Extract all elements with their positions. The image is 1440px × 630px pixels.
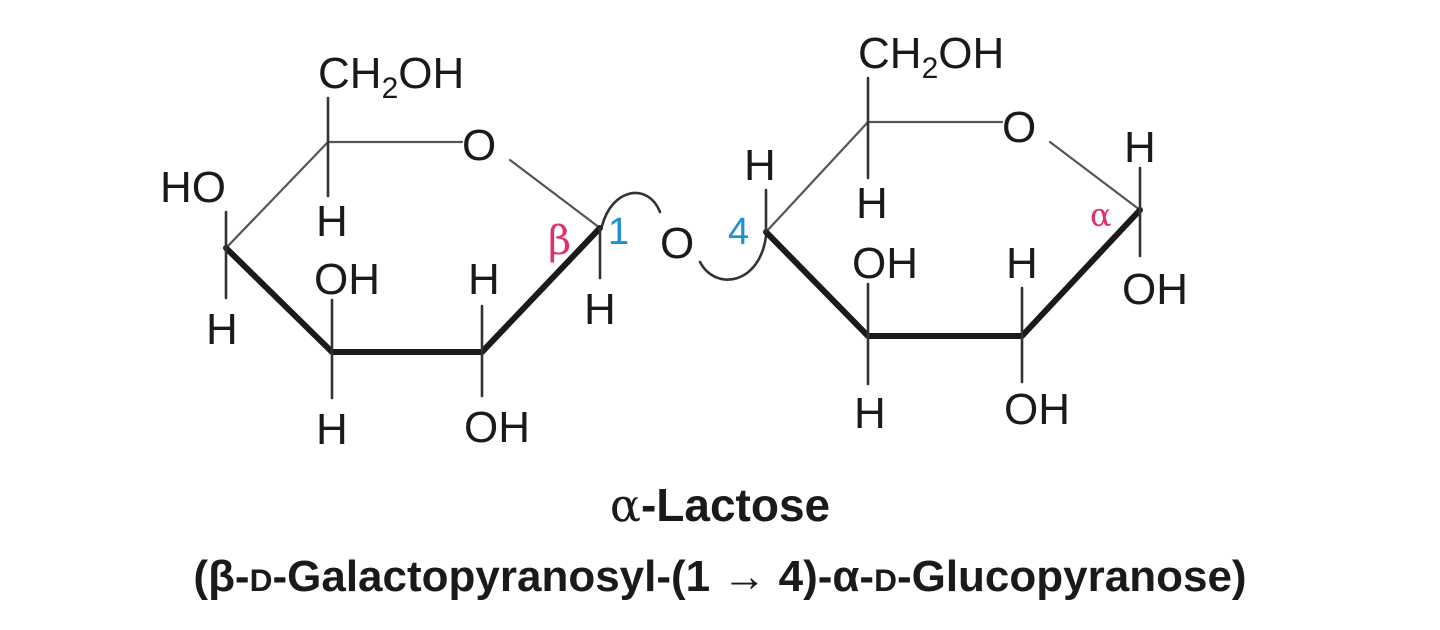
c3-hydrogen-label: H [316,405,348,454]
c1-hydrogen-label: H [584,285,616,334]
subtitle-open: (β- [193,552,250,601]
diagram-title: α-Lactose [0,478,1440,532]
c4-hydrogen-label: H [206,305,238,354]
ring-bond-o-c1 [508,158,602,230]
ring-oxygen-label: O [1002,103,1036,152]
c2-hydroxyl-label: OH [1004,385,1070,434]
alpha-anomer-label: α [1090,196,1112,234]
ring-oxygen-label: O [462,121,496,170]
title-text: -Lactose [640,479,831,531]
subtitle-d-1: D [249,562,273,598]
c4-hydrogen-label: H [744,141,776,190]
c3-hydrogen-label: H [854,389,886,438]
c6-ch2oh-label: CH2OH [318,49,464,105]
c3-hydroxyl-label: OH [314,255,380,304]
position-4-label: 4 [728,211,749,253]
galactose-ring: CH2OH O HO H H OH H H OH H β 1 [160,49,629,454]
title-alpha-prefix: α [609,478,641,532]
subtitle-end: -Glucopyranose) [896,552,1247,601]
c2-hydroxyl-label: OH [464,403,530,452]
subtitle-mid: -Galactopyranosyl-(1 → 4)-α- [272,552,875,601]
glycosidic-oxygen-label: O [660,219,694,268]
ring-front-edge [223,225,603,355]
c3-hydroxyl-label: OH [852,239,918,288]
c4-hydroxyl-label: HO [160,163,226,212]
c5-hydrogen-label: H [316,197,348,246]
glycosidic-linkage: O [600,191,768,281]
beta-anomer-label: β [548,218,571,264]
c2-hydrogen-label: H [468,255,500,304]
ring-bond-c5-c4 [224,140,330,250]
bond-c1-o [600,191,662,228]
diagram-subtitle: (β-D-Galactopyranosyl-(1 → 4)-α-D-Glucop… [0,552,1440,602]
bond-o-c4 [698,234,768,281]
ring-front-edge [763,207,1143,339]
c6-ch2oh-label: CH2OH [858,29,1004,85]
c5-hydrogen-label: H [856,179,888,228]
c1-hydroxyl-label: OH [1122,265,1188,314]
c1-hydrogen-label: H [1124,123,1156,172]
position-1-label: 1 [608,211,629,253]
c2-hydrogen-label: H [1006,239,1038,288]
ring-bond-o-c1 [1048,140,1142,212]
glucose-ring: CH2OH O H 4 H OH H H OH H α OH [728,29,1188,438]
subtitle-d-2: D [874,562,897,598]
ring-bond-c5-c4 [764,120,870,234]
